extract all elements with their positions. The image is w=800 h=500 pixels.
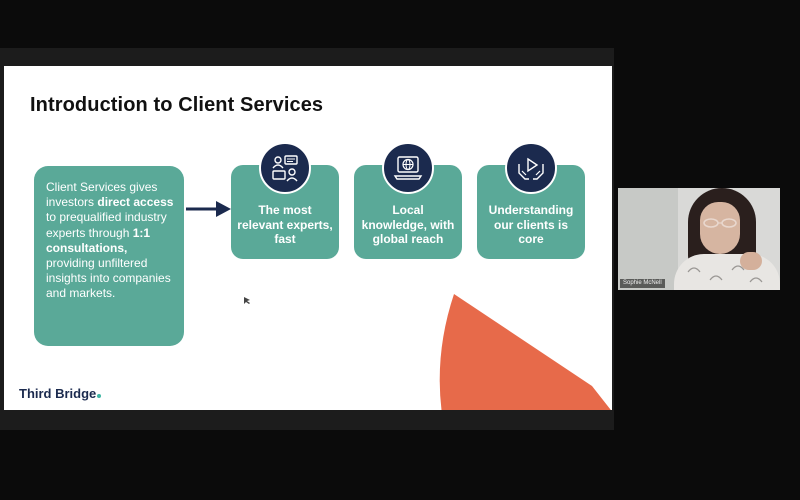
intro-text: Client Services gives investors direct a…	[46, 180, 178, 302]
card-relevant-experts: The most relevant experts, fast	[231, 165, 339, 259]
participant-face	[700, 202, 740, 254]
video-background	[618, 188, 678, 290]
intro-text-bold-1: direct access	[97, 195, 174, 210]
glasses-icon	[703, 218, 737, 228]
participant-video-tile[interactable]: Sophie McNell	[618, 188, 780, 290]
experts-icon	[259, 142, 311, 194]
third-bridge-logo: Third Bridge	[19, 386, 102, 401]
shirt-pattern	[687, 265, 763, 283]
globe-laptop-icon	[382, 142, 434, 194]
card-label: Local knowledge, with global reach	[361, 203, 455, 246]
logo-dot	[97, 394, 102, 398]
card-label: Understanding our clients is core	[488, 203, 574, 246]
decorative-orange-shape	[439, 294, 611, 410]
participant-name-tag: Sophie McNell	[620, 279, 665, 288]
intro-box: Client Services gives investors direct a…	[34, 166, 184, 346]
arrow-right-icon	[186, 201, 231, 217]
card-label: The most relevant experts, fast	[237, 203, 333, 246]
intro-text-bold-2: 1:1 consultations,	[46, 225, 151, 255]
logo-text: Third Bridge	[19, 386, 97, 401]
intro-text-part-2: to prequalified industry experts through	[46, 210, 167, 240]
mouse-cursor-icon	[244, 297, 250, 304]
intro-text-part-3: providing unfiltered insights into compa…	[46, 256, 171, 301]
participant-hand	[740, 252, 762, 270]
presentation-slide: Introduction to Client Services Client S…	[4, 66, 612, 410]
slide-title: Introduction to Client Services	[30, 94, 324, 116]
participant-body	[674, 254, 780, 290]
hands-play-icon	[505, 142, 557, 194]
intro-text-part-1: Client Services gives investors	[46, 180, 158, 210]
